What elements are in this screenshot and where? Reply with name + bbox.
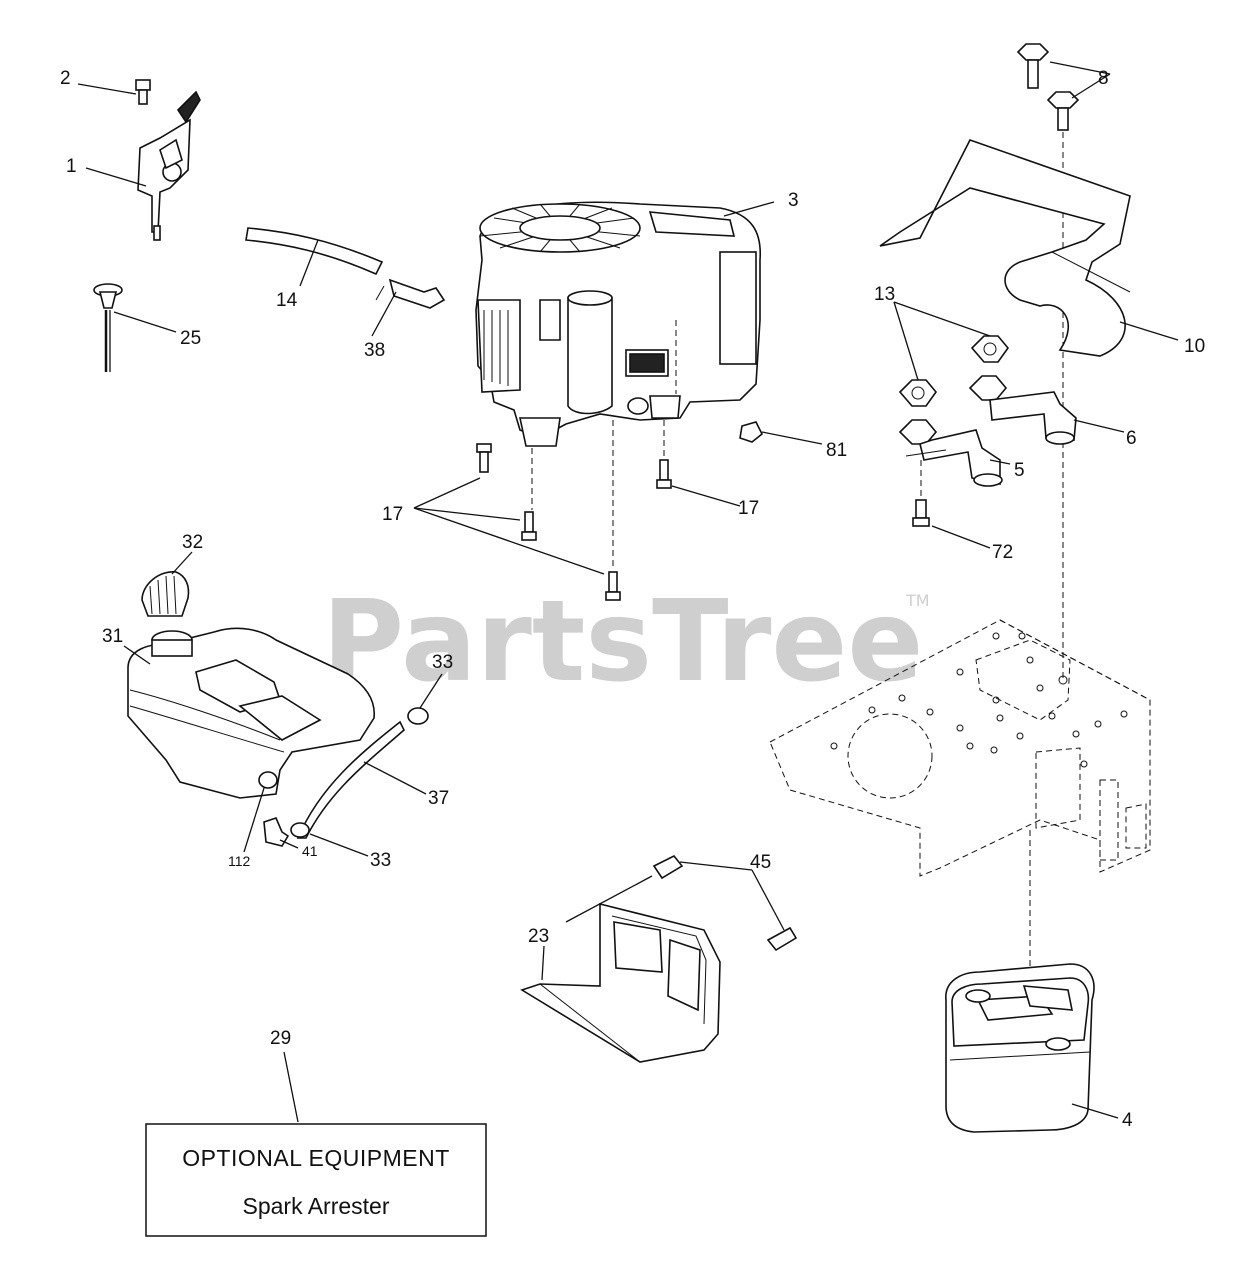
callout-37: 37	[428, 788, 449, 809]
callout-23: 23	[528, 926, 549, 947]
callout-10: 10	[1184, 336, 1205, 357]
callout-29: 29	[270, 1028, 291, 1049]
callout-6: 6	[1126, 428, 1137, 449]
part-fuel-hose-37[interactable]	[296, 720, 405, 839]
optional-equipment-item: Spark Arrester	[243, 1193, 390, 1219]
optional-equipment-box: OPTIONAL EQUIPMENT Spark Arrester	[145, 1123, 487, 1237]
callout-81: 81	[826, 440, 847, 461]
part-bolt-45-1[interactable]	[652, 854, 684, 880]
callout-2: 2	[60, 68, 71, 89]
part-nut-81[interactable]	[739, 421, 764, 443]
part-gasket-13-2[interactable]	[970, 335, 1010, 363]
part-engine[interactable]	[475, 201, 762, 447]
part-bolt-17-1[interactable]	[476, 443, 492, 473]
part-heat-shield[interactable]	[879, 139, 1131, 357]
callout-32: 32	[182, 532, 203, 553]
part-screw-8-2[interactable]	[1046, 91, 1080, 131]
callout-112: 112	[228, 853, 251, 869]
callout-5: 5	[1014, 460, 1025, 481]
part-bolt-45-2[interactable]	[766, 926, 798, 952]
callout-33-top: 33	[432, 652, 453, 673]
part-throttle-control[interactable]	[137, 90, 201, 241]
callout-labels: 2 1 3 14 38 25 8 10 13 6 5 81 17 17 72 3…	[60, 68, 1205, 1131]
trademark-mark: TM	[905, 591, 930, 610]
part-muffler[interactable]	[945, 830, 1095, 1133]
callout-38: 38	[364, 340, 385, 361]
part-guard-23[interactable]	[520, 902, 721, 1063]
callout-17-left: 17	[382, 504, 403, 525]
part-exhaust-pipe-5[interactable]	[898, 419, 1003, 487]
part-bolt-17-4[interactable]	[656, 459, 672, 489]
callout-45: 45	[750, 852, 771, 873]
part-bolt-17-2[interactable]	[521, 511, 537, 541]
part-frame	[769, 619, 1151, 877]
callout-13: 13	[874, 284, 895, 305]
callout-72: 72	[992, 542, 1013, 563]
callout-3: 3	[788, 190, 799, 211]
callout-33-bottom: 33	[370, 850, 391, 871]
part-bushing-112[interactable]	[258, 771, 278, 789]
callout-1: 1	[66, 156, 77, 177]
part-screw-8-1[interactable]	[1016, 43, 1050, 89]
callout-31: 31	[102, 626, 123, 647]
part-clamp-33-2[interactable]	[290, 822, 310, 838]
parts-tree-watermark: PartsTree	[322, 577, 923, 707]
part-dipstick[interactable]	[93, 283, 123, 372]
part-tube-sleeve[interactable]	[375, 278, 446, 309]
callout-25: 25	[180, 328, 201, 349]
part-screw-72[interactable]	[912, 499, 930, 527]
part-fuel-cap[interactable]	[141, 571, 190, 617]
part-fitting-41[interactable]	[263, 817, 290, 847]
part-fuel-tank[interactable]	[127, 627, 375, 799]
part-gasket-13-1[interactable]	[898, 379, 938, 407]
callout-14: 14	[276, 290, 298, 311]
part-exhaust-pipe-6[interactable]	[968, 375, 1077, 445]
callout-8: 8	[1098, 68, 1109, 89]
bolt-guide-lines	[531, 420, 665, 570]
part-bolt-17-3[interactable]	[605, 571, 621, 601]
optional-equipment-title: OPTIONAL EQUIPMENT	[182, 1145, 450, 1171]
callout-41: 41	[302, 843, 318, 859]
callout-17-right: 17	[738, 498, 759, 519]
callout-4: 4	[1122, 1110, 1133, 1131]
part-screw-2[interactable]	[135, 79, 151, 105]
leader-lines	[77, 61, 1179, 1123]
part-clamp-33-1[interactable]	[407, 707, 429, 725]
